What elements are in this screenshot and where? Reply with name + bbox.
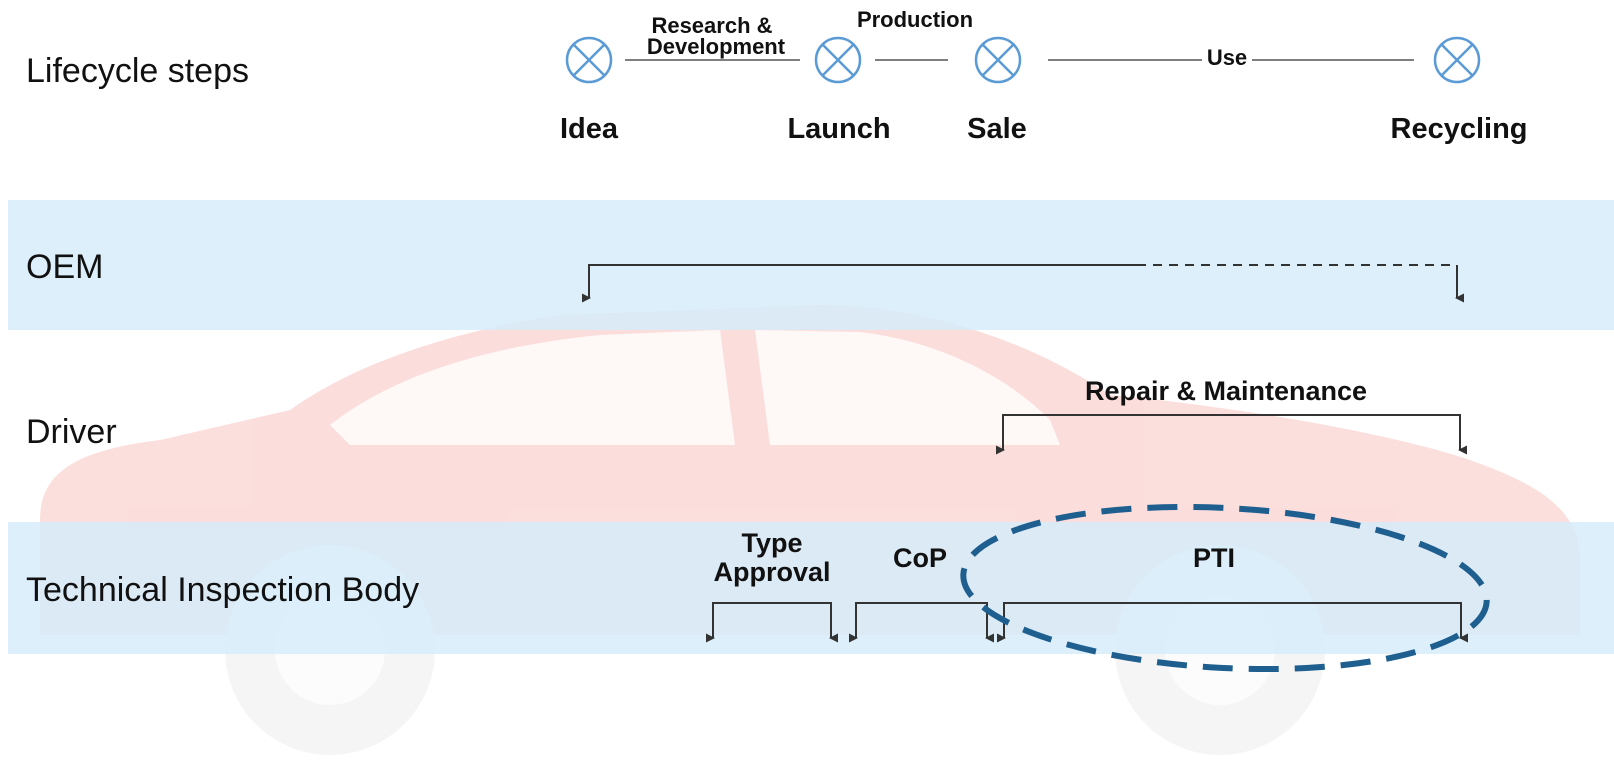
step-label-idea: Idea: [560, 113, 619, 145]
row-label-oem: OEM: [26, 248, 103, 286]
repair-maintenance-bracket: [996, 414, 1467, 455]
step-label-launch: Launch: [787, 113, 890, 145]
phase-label-production: Production: [857, 7, 973, 32]
step-idea-icon: [565, 36, 613, 84]
step-launch-icon: [814, 36, 862, 84]
pti-label: PTI: [1193, 543, 1235, 573]
type-approval-label-line2: Approval: [713, 557, 830, 587]
tib-band: [8, 522, 1614, 654]
phase-label-rnd-line1: Research &: [651, 13, 772, 38]
phase-label-use: Use: [1207, 45, 1247, 70]
step-label-recycling: Recycling: [1391, 113, 1528, 145]
repair-maintenance-label: Repair & Maintenance: [1085, 376, 1367, 406]
type-approval-bracket: [706, 602, 838, 643]
car-window: [330, 330, 735, 445]
pti-highlight-ellipse: [960, 503, 1490, 673]
oem-bracket-solid: [582, 264, 1137, 303]
oem-bracket: [582, 264, 1464, 303]
car-window: [755, 330, 1060, 445]
row-label-lifecycle: Lifecycle steps: [26, 52, 249, 90]
step-label-sale: Sale: [967, 113, 1027, 145]
cop-bracket: [849, 602, 994, 643]
step-sale-icon: [974, 36, 1022, 84]
step-recycling-icon: [1433, 36, 1481, 84]
type-approval-label-line1: Type: [741, 528, 802, 558]
row-label-driver: Driver: [26, 413, 117, 451]
row-label-technical-inspection-body: Technical Inspection Body: [26, 571, 419, 609]
phase-label-rnd-line2: Development: [647, 34, 786, 59]
cop-label: CoP: [893, 543, 947, 573]
